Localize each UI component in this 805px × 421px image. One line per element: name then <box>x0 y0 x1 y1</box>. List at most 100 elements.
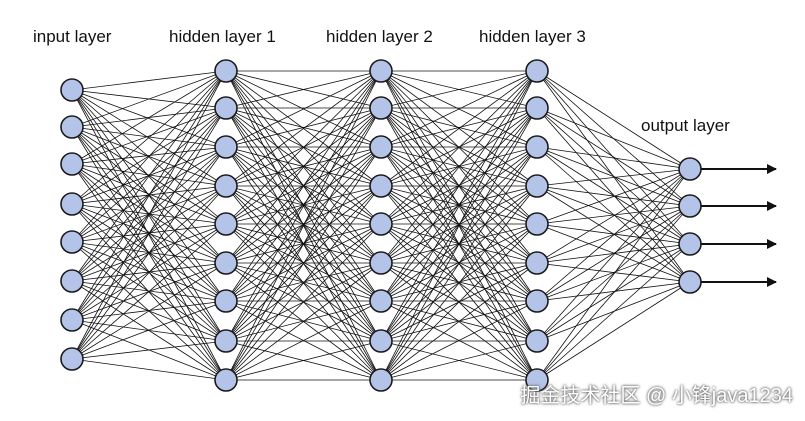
connection-input-7-hidden1-7 <box>71 340 227 360</box>
connection-hidden1-8-hidden2-7 <box>225 340 382 381</box>
connection-hidden2-8-hidden3-4 <box>380 223 538 381</box>
connection-hidden2-8-hidden3-6 <box>380 300 538 381</box>
hidden2-neuron-4 <box>369 212 393 236</box>
hidden1-neuron-5 <box>214 251 238 275</box>
connection-hidden3-3-output-0 <box>536 168 691 187</box>
output-arrows <box>701 164 777 287</box>
connection-hidden1-3-hidden2-0 <box>225 70 382 187</box>
output-layer-label: output layer <box>641 116 730 135</box>
output-neuron-1 <box>678 194 702 218</box>
hidden2-neuron-6 <box>369 289 393 313</box>
connection-hidden3-4-output-1 <box>536 205 691 225</box>
connection-hidden1-7-hidden2-0 <box>225 70 382 342</box>
hidden2-neuron-3 <box>369 174 393 198</box>
connection-input-7-hidden1-1 <box>71 107 227 360</box>
connection-hidden1-8-hidden2-6 <box>225 300 382 381</box>
input-neuron-6 <box>60 308 84 332</box>
connection-hidden2-8-hidden3-3 <box>380 185 538 381</box>
hidden3-neuron-3 <box>525 174 549 198</box>
input-neuron-2 <box>60 152 84 176</box>
hidden2-neuron-1 <box>369 96 393 120</box>
connection-input-6-hidden1-1 <box>71 107 227 321</box>
input-neuron-1 <box>60 115 84 139</box>
connection-input-3-hidden1-0 <box>71 70 227 205</box>
connection-input-2-hidden1-6 <box>71 163 227 302</box>
connection-input-4-hidden1-1 <box>71 107 227 243</box>
input-neuron-7 <box>60 347 84 371</box>
connection-input-6-hidden1-6 <box>71 300 227 321</box>
connection-hidden3-1-output-0 <box>536 107 691 170</box>
connection-input-7-hidden1-2 <box>71 146 227 360</box>
hidden3-neuron-2 <box>525 135 549 159</box>
neurons <box>60 59 702 392</box>
connection-input-6-hidden1-7 <box>71 319 227 342</box>
connection-hidden3-6-output-1 <box>536 205 691 302</box>
hidden1-neuron-2 <box>214 135 238 159</box>
connection-hidden3-1-output-1 <box>536 107 691 207</box>
input-layer-label: input layer <box>33 27 112 46</box>
hidden2-neuron-8 <box>369 368 393 392</box>
connection-hidden3-6-output-3 <box>536 281 691 302</box>
connection-input-7-hidden1-0 <box>71 70 227 360</box>
connection-input-2-hidden1-1 <box>71 107 227 165</box>
connection-input-5-hidden1-0 <box>71 70 227 282</box>
hidden3-neuron-7 <box>525 329 549 353</box>
connection-hidden1-8-hidden2-5 <box>225 262 382 381</box>
hidden1-neuron-8 <box>214 368 238 392</box>
connection-hidden1-8-hidden2-4 <box>225 223 382 381</box>
connections <box>71 70 691 381</box>
connection-input-7-hidden1-3 <box>71 185 227 360</box>
hidden3-neuron-0 <box>525 59 549 83</box>
output-neuron-0 <box>678 157 702 181</box>
hidden1-neuron-7 <box>214 329 238 353</box>
connection-input-5-hidden1-1 <box>71 107 227 282</box>
connection-hidden3-0-output-2 <box>536 70 691 245</box>
connection-input-6-hidden1-0 <box>71 70 227 321</box>
connection-hidden2-4-hidden3-1 <box>380 107 538 225</box>
hidden3-neuron-1 <box>525 96 549 120</box>
hidden1-neuron-1 <box>214 96 238 120</box>
hidden3-neuron-6 <box>525 289 549 313</box>
hidden3-neuron-4 <box>525 212 549 236</box>
hidden-layer-2-label: hidden layer 2 <box>326 27 433 46</box>
connection-hidden3-4-output-2 <box>536 223 691 245</box>
connection-hidden3-7-output-1 <box>536 205 691 342</box>
connection-hidden3-4-output-3 <box>536 223 691 283</box>
connection-hidden2-8-hidden3-7 <box>380 340 538 381</box>
hidden3-neuron-8 <box>525 368 549 392</box>
connection-hidden3-8-output-3 <box>536 281 691 381</box>
connection-hidden1-4-hidden2-0 <box>225 70 382 225</box>
hidden1-neuron-3 <box>214 174 238 198</box>
connection-hidden3-6-output-0 <box>536 168 691 302</box>
connection-hidden1-2-hidden2-0 <box>225 70 382 148</box>
connection-hidden2-5-hidden3-0 <box>380 70 538 264</box>
connection-hidden3-0-output-0 <box>536 70 691 170</box>
connection-input-7-hidden1-8 <box>71 358 227 381</box>
connection-input-7-hidden1-4 <box>71 223 227 360</box>
connection-hidden3-8-output-1 <box>536 205 691 381</box>
connection-input-0-hidden1-2 <box>71 89 227 148</box>
connection-input-7-hidden1-6 <box>71 300 227 360</box>
connection-hidden1-2-hidden2-1 <box>225 107 382 148</box>
connection-hidden1-8-hidden2-2 <box>225 146 382 381</box>
connection-input-1-hidden1-0 <box>71 70 227 128</box>
connection-hidden2-6-hidden3-0 <box>380 70 538 302</box>
connection-hidden2-6-hidden3-1 <box>380 107 538 302</box>
connection-hidden1-6-hidden2-1 <box>225 107 382 302</box>
watermark: 掘金技术社区 @ 小锋java1234 <box>520 385 793 407</box>
input-neuron-3 <box>60 192 84 216</box>
hidden1-neuron-4 <box>214 212 238 236</box>
input-neuron-4 <box>60 230 84 254</box>
hidden2-neuron-2 <box>369 135 393 159</box>
output-neuron-2 <box>678 232 702 256</box>
connection-hidden2-1-hidden3-0 <box>380 70 538 109</box>
hidden1-neuron-0 <box>214 59 238 83</box>
connection-hidden1-6-hidden2-0 <box>225 70 382 302</box>
connection-input-4-hidden1-0 <box>71 70 227 243</box>
input-neuron-0 <box>60 78 84 102</box>
connection-hidden3-6-output-2 <box>536 243 691 302</box>
connection-hidden2-7-hidden3-1 <box>380 107 538 342</box>
connection-hidden2-4-hidden3-0 <box>380 70 538 225</box>
connection-hidden3-2-output-0 <box>536 146 691 170</box>
